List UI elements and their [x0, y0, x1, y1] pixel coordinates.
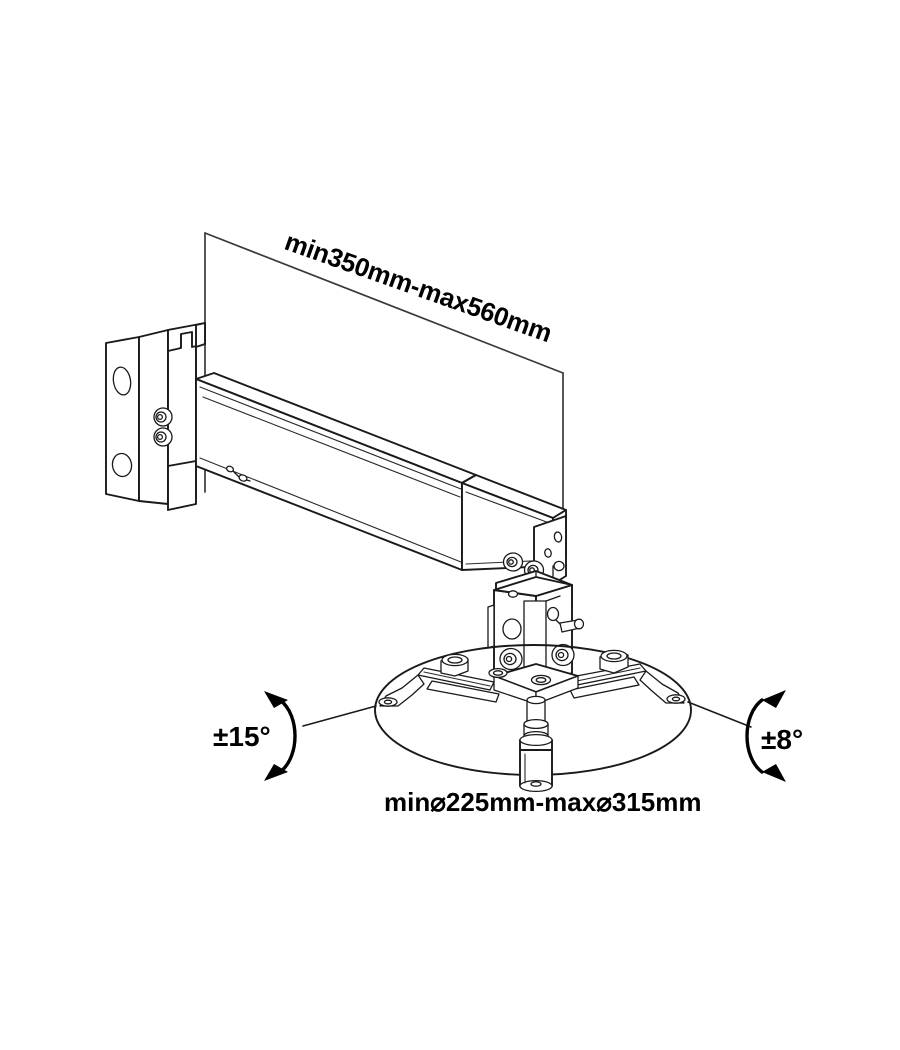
wall-bracket-post [138, 322, 206, 511]
projector-spider-plate [378, 649, 686, 707]
wall-mounting-plate [105, 336, 140, 502]
plate-diameter-dimension-label: min⌀225mm-max⌀315mm [384, 787, 702, 817]
angle-left-annotation [264, 691, 377, 781]
telescoping-outer-arm [195, 372, 477, 571]
drop-rod [519, 695, 553, 793]
angle-left-label: ±15° [213, 721, 271, 752]
angle-right-annotation [687, 690, 786, 782]
wall-bracket-bolts [153, 407, 173, 447]
angle-right-label: ±8° [761, 724, 804, 755]
tilt-pivot-bolts [499, 643, 575, 671]
